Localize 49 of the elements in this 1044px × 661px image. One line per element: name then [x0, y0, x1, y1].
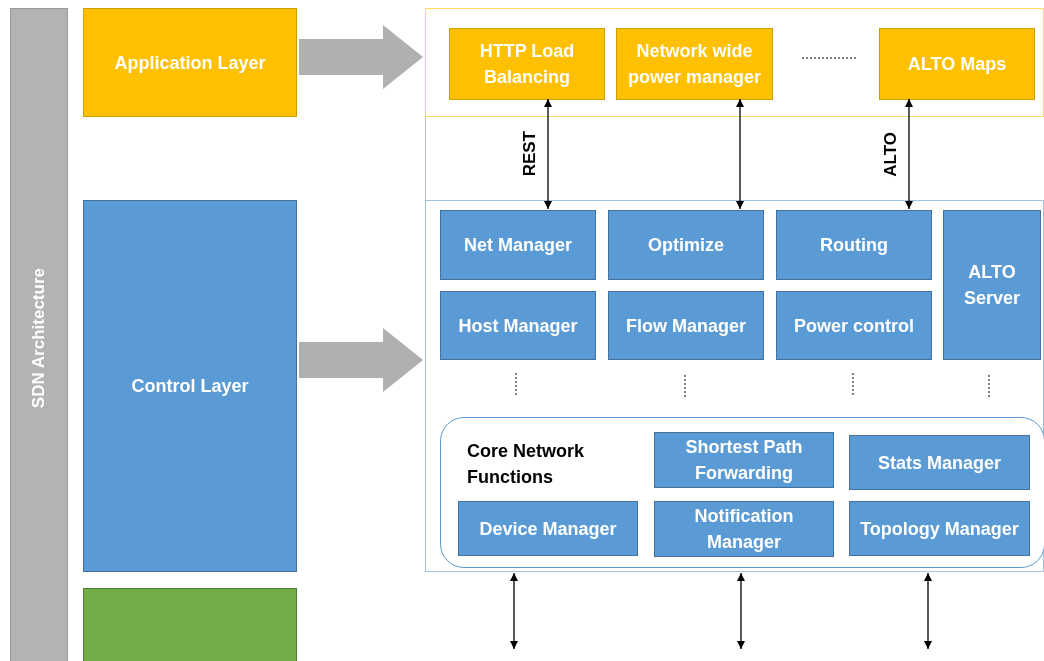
- group-title: Core Network Functions: [466, 440, 586, 489]
- process-box: [943, 210, 1041, 360]
- side-bar: [10, 8, 68, 661]
- double-arrow: [544, 98, 552, 210]
- double-arrow: [924, 572, 932, 650]
- process-box: [440, 210, 596, 280]
- box-label: Flow Manager: [625, 314, 747, 338]
- bar-label: SDN Architecture: [28, 267, 49, 409]
- box-label: Shortest Path Forwarding: [684, 436, 804, 485]
- box-label: Device Manager: [478, 517, 618, 541]
- box-label: Notification Manager: [693, 505, 795, 554]
- process-box: [776, 291, 932, 360]
- layer-panel: [425, 200, 1044, 572]
- double-arrow: [905, 98, 913, 210]
- process-box: [616, 28, 773, 100]
- double-arrow: [510, 572, 518, 650]
- process-box: [849, 501, 1030, 556]
- box-label: Stats Manager: [876, 451, 1002, 475]
- process-box: [879, 28, 1035, 100]
- layer-box: [83, 588, 297, 661]
- box-label: Application Layer: [113, 51, 267, 75]
- process-box: [83, 200, 297, 572]
- layer-panel: [425, 8, 1044, 117]
- box-label: ALTO Server: [962, 261, 1022, 310]
- box-label: Network wide power manager: [626, 40, 762, 89]
- group-box: [440, 417, 1044, 568]
- process-box: [608, 291, 764, 360]
- process-box: [83, 8, 297, 117]
- box-label: Power control: [793, 314, 915, 338]
- box-label: HTTP Load Balancing: [478, 40, 576, 89]
- process-box: [458, 501, 638, 556]
- box-label: Topology Manager: [859, 517, 1020, 541]
- box-label: Routing: [819, 234, 889, 257]
- box-label: Control Layer: [130, 375, 250, 398]
- process-box: [654, 501, 834, 557]
- process-box: [608, 210, 764, 280]
- box-label: Net Manager: [463, 234, 573, 257]
- box-label: ALTO Maps: [906, 53, 1008, 76]
- double-arrow: [737, 572, 745, 650]
- process-box: [776, 210, 932, 280]
- block-arrow: [299, 328, 423, 392]
- process-box: [440, 291, 596, 360]
- process-box: [654, 432, 834, 488]
- double-arrow: [736, 98, 744, 210]
- box-label: Optimize: [647, 234, 725, 257]
- box-label: Host Manager: [457, 314, 579, 338]
- process-box: [449, 28, 605, 100]
- process-box: [849, 435, 1030, 490]
- block-arrow: [299, 25, 423, 89]
